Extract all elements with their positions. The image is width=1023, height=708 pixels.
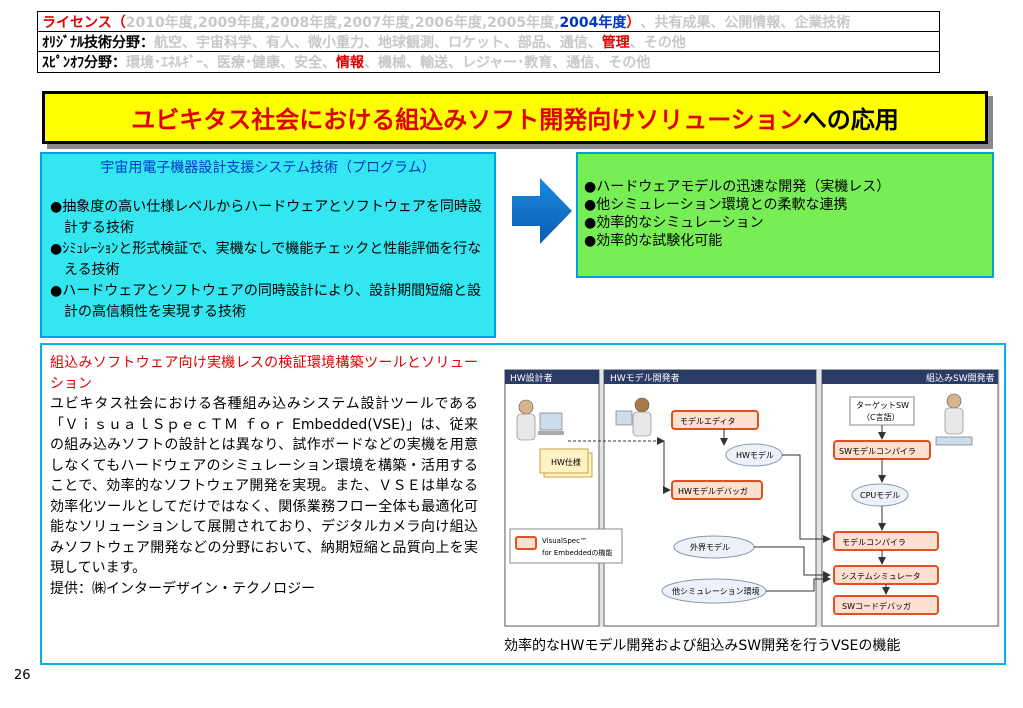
column-header-bg [822,370,998,384]
system-simulator-label: システムシミュレータ [841,572,921,581]
original-field-label: ｵﾘｼﾞﾅﾙ技術分野 [42,34,140,51]
solution-heading: 組込みソフトウェア向け実機レスの検証環境構築ツールとソリューション [50,355,478,392]
legend-line1: VisualSpec™ [542,537,587,545]
license-row: ライセンス （ 2010年度,2009年度,2008年度,2007年度,2006… [38,12,939,32]
sw-model-compiler-label: SWモデルコンパイラ [839,446,916,456]
vse-function-diagram: HW設計者 HWモデル開発者 組込みSW開発者 HW仕様 モデルエディ [504,369,1000,627]
column-label-hw-designer: HW設計者 [510,372,553,384]
diagram-caption: 効率的なHWモデル開発および組込みSW開発を行うVSEの機能 [504,638,901,654]
other-sim-label: 他シミュレーション環境 [672,586,760,596]
hw-spec-document: HW仕様 [539,448,593,478]
header-table: ライセンス （ 2010年度,2009年度,2008年度,2007年度,2006… [37,11,940,73]
person-icon [935,393,973,446]
license-years: 2010年度,2009年度,2008年度,2007年度,2006年度,2005年… [125,14,560,31]
target-sw-label: ターゲットSW [856,400,909,410]
results-box: ●ハードウェアモデルの迅速な開発（実機レス） ●他シミュレーション環境との柔軟な… [576,152,994,278]
right-arrow-icon [512,178,572,244]
hw-model-debugger-label: HWモデルデバッガ [678,486,748,496]
column-label-sw-dev: 組込みSW開発者 [926,372,995,384]
original-field-before: 航空、宇宙科学、有人、微小重力、地球観測、ロケット、部品、通信、 [154,34,602,51]
external-model-label: 外界モデル [690,542,730,552]
license-close-paren: ） [626,14,641,31]
legend-line2: for Embeddedの機能 [542,548,612,557]
hw-model-label: HWモデル [736,450,774,460]
model-editor-box [671,410,759,430]
spinoff-field-label: ｽﾋﾟﾝｵﾌ分野 [42,55,112,71]
license-open-paren: （ [111,14,126,31]
solution-panel: 組込みソフトウェア向け実機レスの検証環境構築ツールとソリューション ユビキタス社… [40,343,1006,665]
hw-model-debugger-box [671,480,763,500]
flow-arrow [754,546,831,579]
diagram-column-hw-designer [504,369,600,627]
model-compiler-label: モデルコンパイラ [842,537,906,547]
spinoff-field-before: 環境･ｴﾈﾙｷﾞｰ、医療･健康、安全、 [126,55,336,71]
person-icon [516,399,564,441]
diagram-legend: VisualSpec™ for Embeddedの機能 [509,528,623,564]
solution-body: ユビキタス社会における各種組み込みシステム設計ツールである「ＶｉｓｕａｌＳｐｅｃ… [50,396,478,576]
spinoff-field-row: ｽﾋﾟﾝｵﾌ分野 ： 環境･ｴﾈﾙｷﾞｰ、医療･健康、安全、 情報 、機械、輸送… [38,52,939,72]
cpu-model-ellipse [851,483,909,507]
column-label-hw-model-dev: HWモデル開発者 [610,372,680,384]
technology-heading: 宇宙用電子機器設計支援システム技術（プログラム） [100,160,436,176]
technology-bullet: ●抽象度の高い仕様レベルからハードウェアとソフトウェアを同時設計する技術 [50,199,482,236]
result-bullet: ●効率的な試験化可能 [584,233,723,249]
spinoff-field-after: 、機械、輸送、レジャー･教育、通信、その他 [364,55,651,71]
spinoff-field-highlight: 情報 [336,55,364,71]
original-field-highlight: 管理 [601,34,630,51]
person-icon [615,397,652,437]
license-year-highlight: 2004年度 [559,14,627,31]
original-field-row: ｵﾘｼﾞﾅﾙ技術分野 ： 航空、宇宙科学、有人、微小重力、地球観測、ロケット、部… [38,32,939,52]
solution-description: 組込みソフトウェア向け実機レスの検証環境構築ツールとソリューション ユビキタス社… [50,353,478,599]
result-bullet: ●他シミュレーション環境との柔軟な連携 [584,197,848,213]
slide-title-red: ユビキタス社会における組込みソフト開発向けソリューション [131,106,803,134]
flow-arrow [663,441,671,494]
sw-code-debugger-label: SWコードデバッガ [842,601,911,611]
result-bullet: ●効率的なシミュレーション [584,215,764,231]
target-sw-document: ターゲットSW （C言語） [849,396,915,426]
slide-title-black: への応用 [802,106,899,134]
flow-arrow [766,575,831,592]
slide-title: ユビキタス社会における組込みソフト開発向けソリューションへの応用 [42,91,988,144]
model-editor-label: モデルエディタ [680,416,735,426]
result-bullet: ●ハードウェアモデルの迅速な開発（実機レス） [584,179,891,195]
license-label: ライセンス [42,14,112,31]
technology-bullet: ●ハードウェアとソフトウェアの同時設計により、設計期間短縮と設計の高信頼性を実現… [50,283,482,320]
sw-code-debugger-box [833,595,939,615]
original-field-after: 、その他 [629,34,686,51]
spinoff-field-colon: ： [112,55,126,71]
page-number: 26 [14,668,31,683]
model-compiler-box [833,531,939,551]
technology-bullet: ●ｼﾐｭﾚｰｼｮﾝと形式検証で、実機なしで機能チェックと性能評価を行なえる技術 [50,241,482,278]
hw-spec-label: HW仕様 [551,457,581,467]
license-rest: 、共有成果、公開情報、企業技術 [640,14,851,31]
solution-provider: 提供：㈱インターデザイン・テクノロジー [50,580,316,597]
column-header-bg [505,370,599,384]
original-field-colon: ： [140,34,154,51]
cpu-model-label: CPUモデル [860,490,900,500]
flow-arrow [782,454,831,543]
target-sw-sublabel: （C言語） [862,412,900,422]
column-header-bg [604,370,816,384]
technology-box: 宇宙用電子機器設計支援システム技術（プログラム） ●抽象度の高い仕様レベルからハ… [40,152,496,338]
